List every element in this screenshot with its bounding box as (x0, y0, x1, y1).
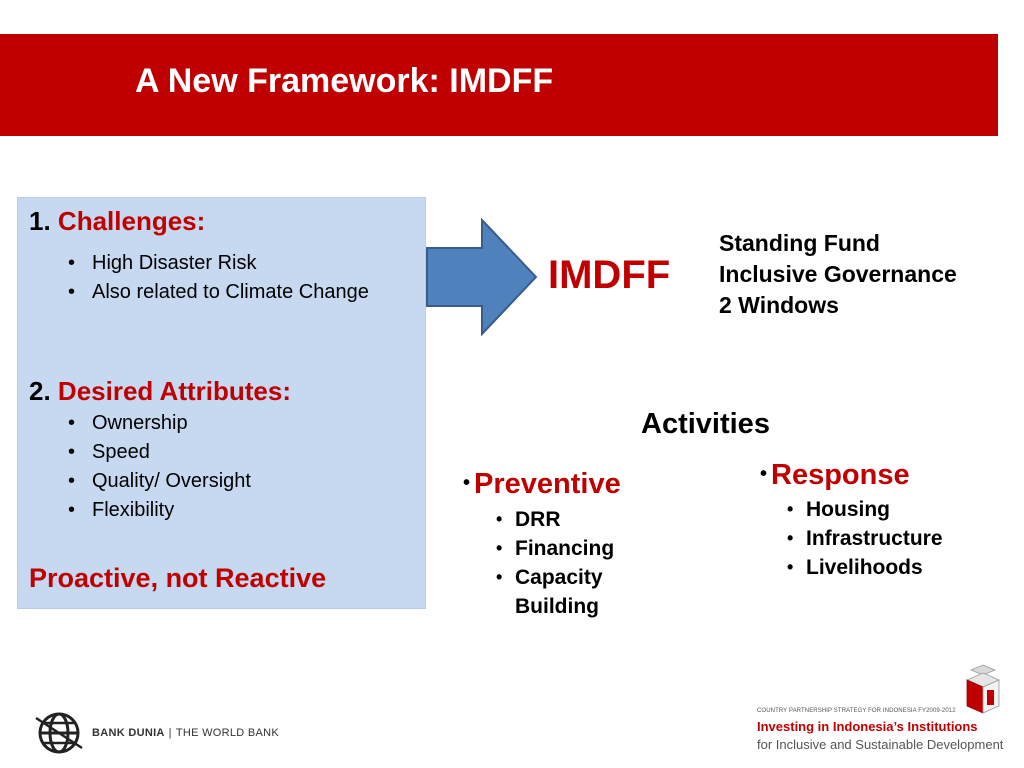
list-item: High Disaster Risk (64, 249, 404, 278)
title-bar (0, 34, 998, 136)
preventive-list: DRR Financing Capacity Building (493, 505, 625, 621)
response-title: Response (771, 459, 910, 491)
list-item: Capacity Building (493, 563, 625, 621)
preventive-title: Preventive (474, 468, 621, 500)
section-title: Challenges: (57, 206, 206, 236)
right-arrow-icon (426, 218, 538, 336)
challenges-list: High Disaster Risk Also related to Clima… (64, 249, 404, 307)
imdff-features: Standing Fund Inclusive Governance 2 Win… (719, 228, 957, 321)
section-attributes-heading: 2. Desired Attributes: (29, 376, 291, 407)
conclusion-text: Proactive, not Reactive (29, 563, 327, 593)
list-item: Quality/ Oversight (64, 467, 404, 496)
response-heading: •Response (760, 459, 910, 492)
cube-logo-icon (966, 664, 1000, 714)
slide-title: A New Framework: IMDFF (135, 62, 554, 100)
org-separator: | (168, 727, 172, 739)
cps-caption: COUNTRY PARTNERSHIP STRATEGY FOR INDONES… (757, 708, 956, 714)
bullet: • (463, 472, 471, 494)
feature-item: Inclusive Governance (719, 261, 957, 287)
imdff-label: IMDFF (548, 253, 671, 297)
activities-heading: Activities (641, 408, 770, 440)
list-item: Also related to Climate Change (64, 278, 404, 307)
list-item: Housing (784, 495, 943, 524)
org-name-english: THE WORLD BANK (175, 727, 280, 739)
response-list: Housing Infrastructure Livelihoods (784, 495, 943, 582)
section-number: 2. (29, 376, 51, 406)
section-challenges-heading: 1. Challenges: (29, 206, 205, 237)
world-bank-globe-icon (35, 712, 83, 754)
list-item: Infrastructure (784, 524, 943, 553)
preventive-heading: •Preventive (463, 468, 621, 501)
bullet: • (760, 463, 768, 485)
list-item: Speed (64, 438, 404, 467)
list-item: Flexibility (64, 496, 404, 525)
feature-item: Standing Fund (719, 230, 880, 256)
org-name-local: BANK DUNIA (92, 727, 165, 739)
list-item: Ownership (64, 409, 404, 438)
list-item: Livelihoods (784, 553, 943, 582)
attributes-list: Ownership Speed Quality/ Oversight Flexi… (64, 409, 404, 525)
list-item: Financing (493, 534, 625, 563)
feature-item: 2 Windows (719, 292, 839, 318)
world-bank-name: BANK DUNIA|THE WORLD BANK (92, 727, 279, 739)
cps-subtitle: for Inclusive and Sustainable Developmen… (757, 737, 1004, 752)
cps-title: Investing in Indonesia’s Institutions (757, 719, 978, 734)
section-number: 1. (29, 206, 51, 236)
list-item: DRR (493, 505, 625, 534)
section-title: Desired Attributes: (57, 376, 291, 406)
